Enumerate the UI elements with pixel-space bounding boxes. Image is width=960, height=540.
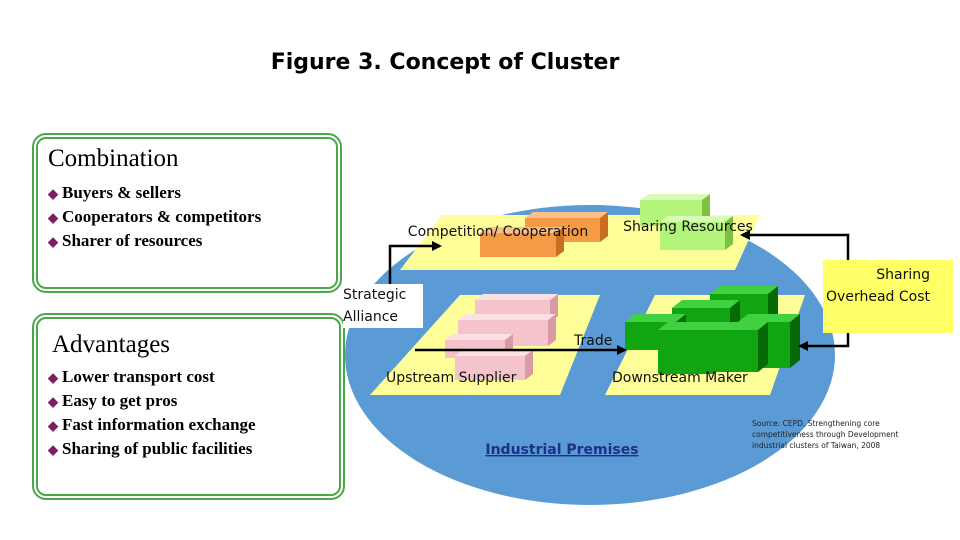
diamond-bullet-icon: ◆ [48,418,58,433]
source-note: Source: CEPD, Strengthening core competi… [752,419,899,450]
competition-label: Competition/ Cooperation [408,224,588,240]
sharing-overhead-callout [823,260,953,333]
upstream-label: Upstream Supplier [386,370,517,386]
diamond-bullet-icon: ◆ [48,370,58,385]
strategic-alliance-label: Strategic Alliance [343,284,423,328]
advantages-list: ◆Lower transport cost ◆Easy to get pros … [48,365,256,461]
diamond-bullet-icon: ◆ [48,234,58,249]
pink-box [455,350,533,380]
advantages-item: Fast information exchange [62,415,256,434]
trade-label: Trade [573,333,612,349]
list-item: ◆ Easy to get pros [48,389,256,413]
combination-panel: Combination ◆ Buyers & sellers ◆ Cooperato… [32,133,342,293]
sharing-overhead-arrow [798,333,850,351]
advantages-panel: Advantages ◆ Lower transport cost ◆ Easy t… [32,313,345,500]
combination-list: ◆ Buyers & sellers ◆ Cooperators & competi… [48,181,261,253]
list-item: ◆ Buyers & sellers [48,181,261,205]
advantages-item: Sharing of public facilities [62,439,253,458]
figure-title: Figure 3. Concept of Cluster [270,50,620,75]
premises-label: Industrial Premises [485,442,638,458]
sharing-overhead-label: Sharing Overhead Cost [826,267,930,305]
diamond-bullet-icon: ◆ [48,442,58,457]
advantages-heading: Advantages [52,331,171,358]
green-box [700,322,768,372]
sharing-resources-label: Sharing Resources [623,219,753,235]
diamond-bullet-icon: ◆ [48,394,58,409]
diamond-bullet-icon: ◆ [48,186,58,201]
industrial-premises-ellipse [345,205,835,505]
orange-box [480,227,564,257]
advantages-item: Lower transport cost [62,367,215,386]
combination-item: Sharer of resources [62,231,203,250]
downstream-label: Downstream Maker [612,370,748,386]
sharing-resources-arrow [740,230,850,260]
list-item: ◆ Cooperators & competitors [48,205,261,229]
light-green-box [660,216,733,250]
list-item: ◆ Sharing of public facilities [48,437,256,461]
diamond-bullet-icon: ◆ [48,210,58,225]
combination-item: Buyers & sellers [62,183,181,202]
list-item: ◆ Sharer of resources [48,229,261,253]
combination-item: Cooperators & competitors [62,207,262,226]
advantages-item: Easy to get pros [62,391,178,410]
list-item: ◆ Fast information exchange [48,413,256,437]
combination-heading: Combination [48,145,179,172]
strategic-alliance-arrow [388,241,442,300]
list-item: ◆ Lower transport cost [48,365,256,389]
